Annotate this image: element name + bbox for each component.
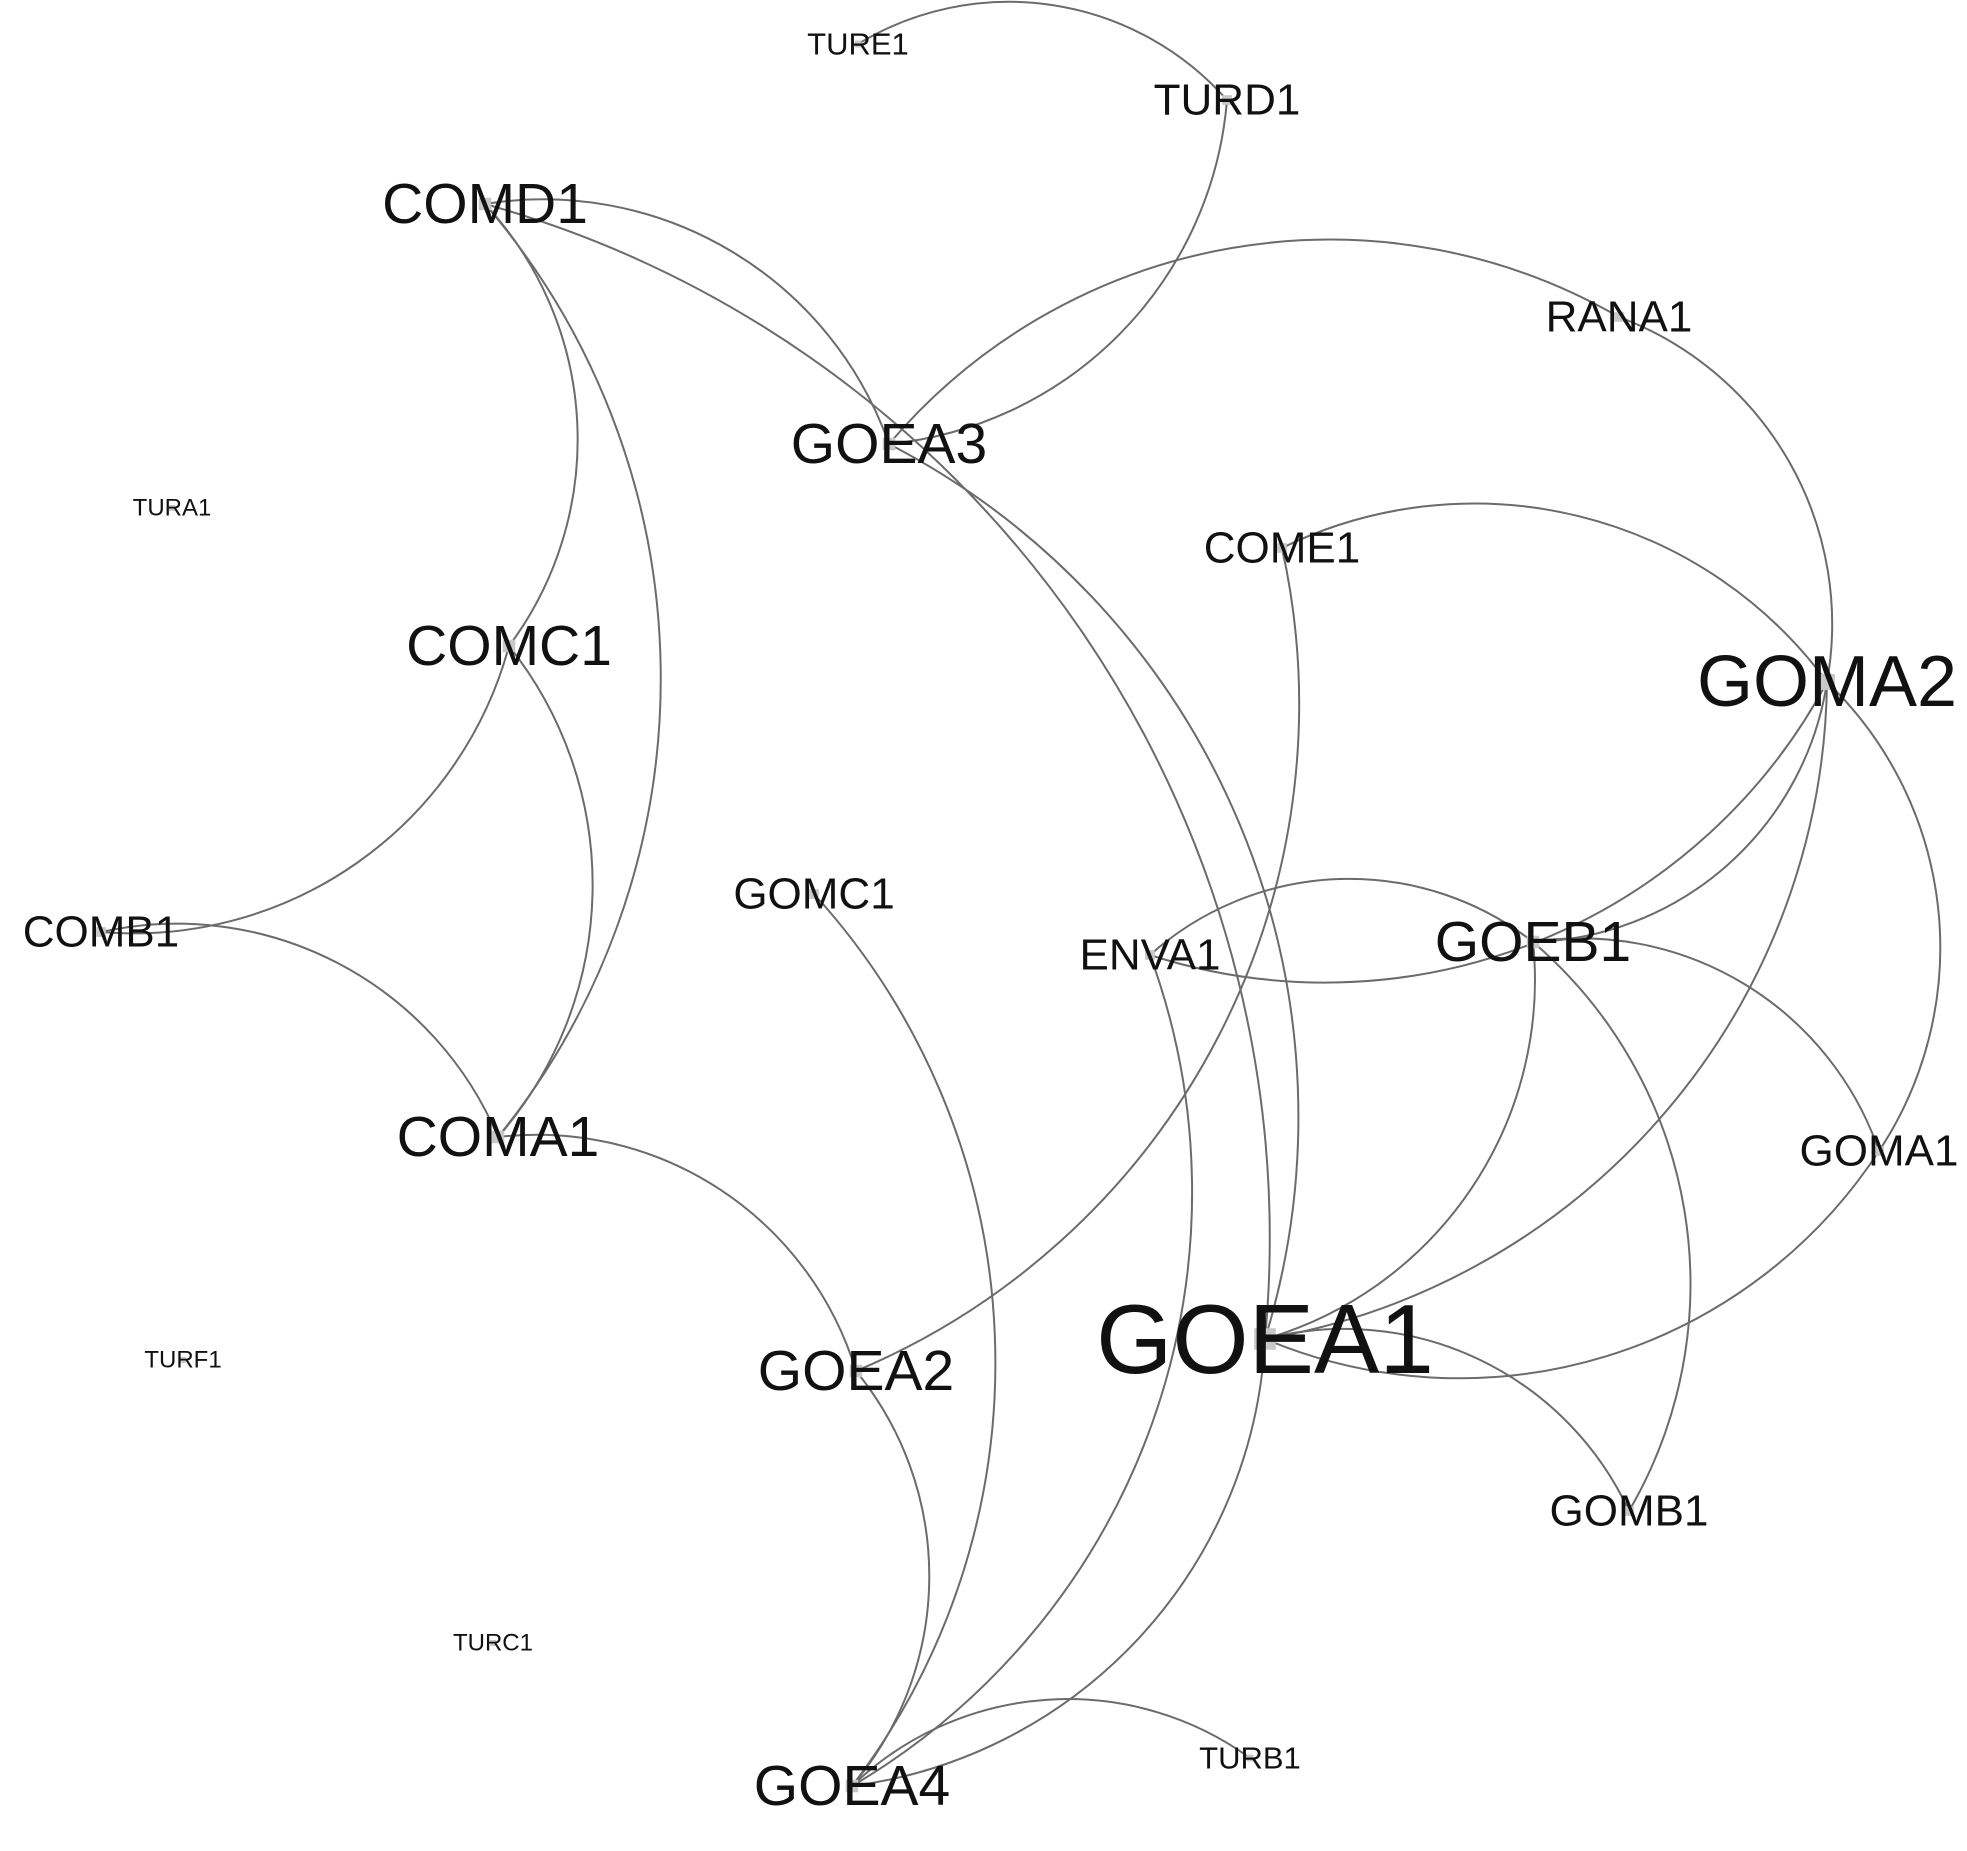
edge-comb1-coma1 <box>100 922 499 1138</box>
node-marker <box>169 505 175 511</box>
node-rana1: RANA1 <box>1546 293 1693 342</box>
node-goea1: GOEA1 <box>1096 1284 1434 1394</box>
node-goma2: GOMA2 <box>1697 642 1957 722</box>
node-marker <box>849 1364 863 1378</box>
node-label: TURA1 <box>133 495 212 522</box>
node-goma1: GOMA1 <box>1800 1127 1959 1176</box>
node-label: GOEA4 <box>754 1754 950 1818</box>
node-marker <box>1222 95 1232 105</box>
node-label: COMC1 <box>406 614 612 678</box>
node-comc1: COMC1 <box>406 614 612 678</box>
node-marker <box>1145 950 1155 960</box>
edge-goma1-goea1 <box>1264 1150 1880 1380</box>
node-label: GOMC1 <box>733 870 894 919</box>
node-label: GOEA1 <box>1096 1284 1434 1394</box>
node-label: COMB1 <box>23 908 179 957</box>
edge-enva1-goeb1 <box>1149 877 1534 956</box>
node-label: GOEA3 <box>791 412 987 476</box>
edge-comc1-comb1 <box>100 645 510 935</box>
node-label: GOMB1 <box>1550 1487 1709 1536</box>
node-goeb1: GOEB1 <box>1435 910 1631 974</box>
node-marker <box>1246 1754 1254 1762</box>
edges-layer <box>100 0 1942 1787</box>
nodes-layer: TURE1TURD1COMD1RANA1GOEA3TURA1COME1COMC1… <box>23 27 1959 1819</box>
edge-comc1-coma1 <box>497 645 594 1138</box>
node-marker <box>1819 674 1835 690</box>
edge-goea4-turb1 <box>851 1698 1251 1787</box>
node-label: GOEB1 <box>1435 910 1631 974</box>
edge-come1-goea2 <box>855 547 1301 1372</box>
edge-goma2-goma1 <box>1826 681 1942 1152</box>
node-label: TURE1 <box>807 27 909 62</box>
node-turc1: TURC1 <box>453 1630 533 1657</box>
edge-turd1-goea3 <box>888 99 1228 445</box>
edge-ture1-turd1 <box>857 0 1228 101</box>
node-turb1: TURB1 <box>1199 1741 1301 1776</box>
node-label: TURD1 <box>1154 76 1301 125</box>
node-gomc1: GOMC1 <box>733 870 894 919</box>
node-comd1: COMD1 <box>382 172 588 236</box>
node-marker <box>1874 1146 1884 1156</box>
node-label: COMD1 <box>382 172 588 236</box>
node-label: GOMA1 <box>1800 1127 1959 1176</box>
edge-coma1-goea2 <box>497 1133 857 1372</box>
node-label: COME1 <box>1204 524 1360 573</box>
node-goea3: GOEA3 <box>791 412 987 476</box>
node-marker <box>845 1779 859 1793</box>
node-gomb1: GOMB1 <box>1550 1487 1709 1536</box>
edge-comd1-coma1 <box>484 203 662 1138</box>
edge-enva1-goea4 <box>851 954 1194 1787</box>
node-marker <box>1277 543 1287 553</box>
node-marker <box>1254 1328 1276 1350</box>
node-label: TURC1 <box>453 1630 533 1657</box>
node-marker <box>1614 312 1624 322</box>
edge-gomc1-goea4 <box>813 893 997 1787</box>
node-come1: COME1 <box>1204 524 1360 573</box>
edge-comd1-goea3 <box>484 198 890 445</box>
edge-goeb1-goea1 <box>1264 941 1536 1340</box>
node-turf1: TURF1 <box>144 1347 221 1374</box>
edge-goea3-goea1 <box>888 443 1300 1340</box>
node-marker <box>491 1130 505 1144</box>
node-tura1: TURA1 <box>133 495 212 522</box>
edge-goeb1-gomb1 <box>1532 941 1692 1512</box>
node-enva1: ENVA1 <box>1079 931 1220 980</box>
node-label: COMA1 <box>397 1105 600 1169</box>
edge-comd1-goea1 <box>484 203 1271 1340</box>
node-turd1: TURD1 <box>1154 76 1301 125</box>
edge-goma2-goea1 <box>1264 681 1828 1340</box>
edge-rana1-goma2 <box>1618 316 1834 683</box>
node-ture1: TURE1 <box>807 27 909 62</box>
node-label: TURB1 <box>1199 1741 1301 1776</box>
node-goea4: GOEA4 <box>754 1754 950 1818</box>
edge-goea2-goea4 <box>851 1370 931 1787</box>
node-label: GOEA2 <box>758 1339 954 1403</box>
node-marker <box>1624 1506 1634 1516</box>
node-label: GOMA2 <box>1697 642 1957 722</box>
node-label: ENVA1 <box>1079 931 1220 980</box>
edge-come1-goma2 <box>1281 502 1828 683</box>
node-marker <box>1526 935 1540 949</box>
edge-goea3-rana1 <box>888 238 1620 445</box>
node-label: TURF1 <box>144 1347 221 1374</box>
edge-goea1-gomb1 <box>1264 1327 1630 1512</box>
node-marker <box>854 40 862 48</box>
node-marker <box>96 927 106 937</box>
edge-goma2-goeb1 <box>1532 681 1828 943</box>
node-coma1: COMA1 <box>397 1105 600 1169</box>
node-goea2: GOEA2 <box>758 1339 954 1403</box>
node-marker <box>882 437 896 451</box>
node-marker <box>502 639 516 653</box>
node-marker <box>809 889 819 899</box>
node-comb1: COMB1 <box>23 908 179 957</box>
edge-goeb1-goma1 <box>1532 937 1880 1152</box>
node-marker <box>180 1357 186 1363</box>
edge-comd1-comc1 <box>484 203 579 647</box>
node-label: RANA1 <box>1546 293 1693 342</box>
node-marker <box>490 1640 496 1646</box>
edge-goea1-goea4 <box>851 1338 1266 1787</box>
node-marker <box>478 197 492 211</box>
